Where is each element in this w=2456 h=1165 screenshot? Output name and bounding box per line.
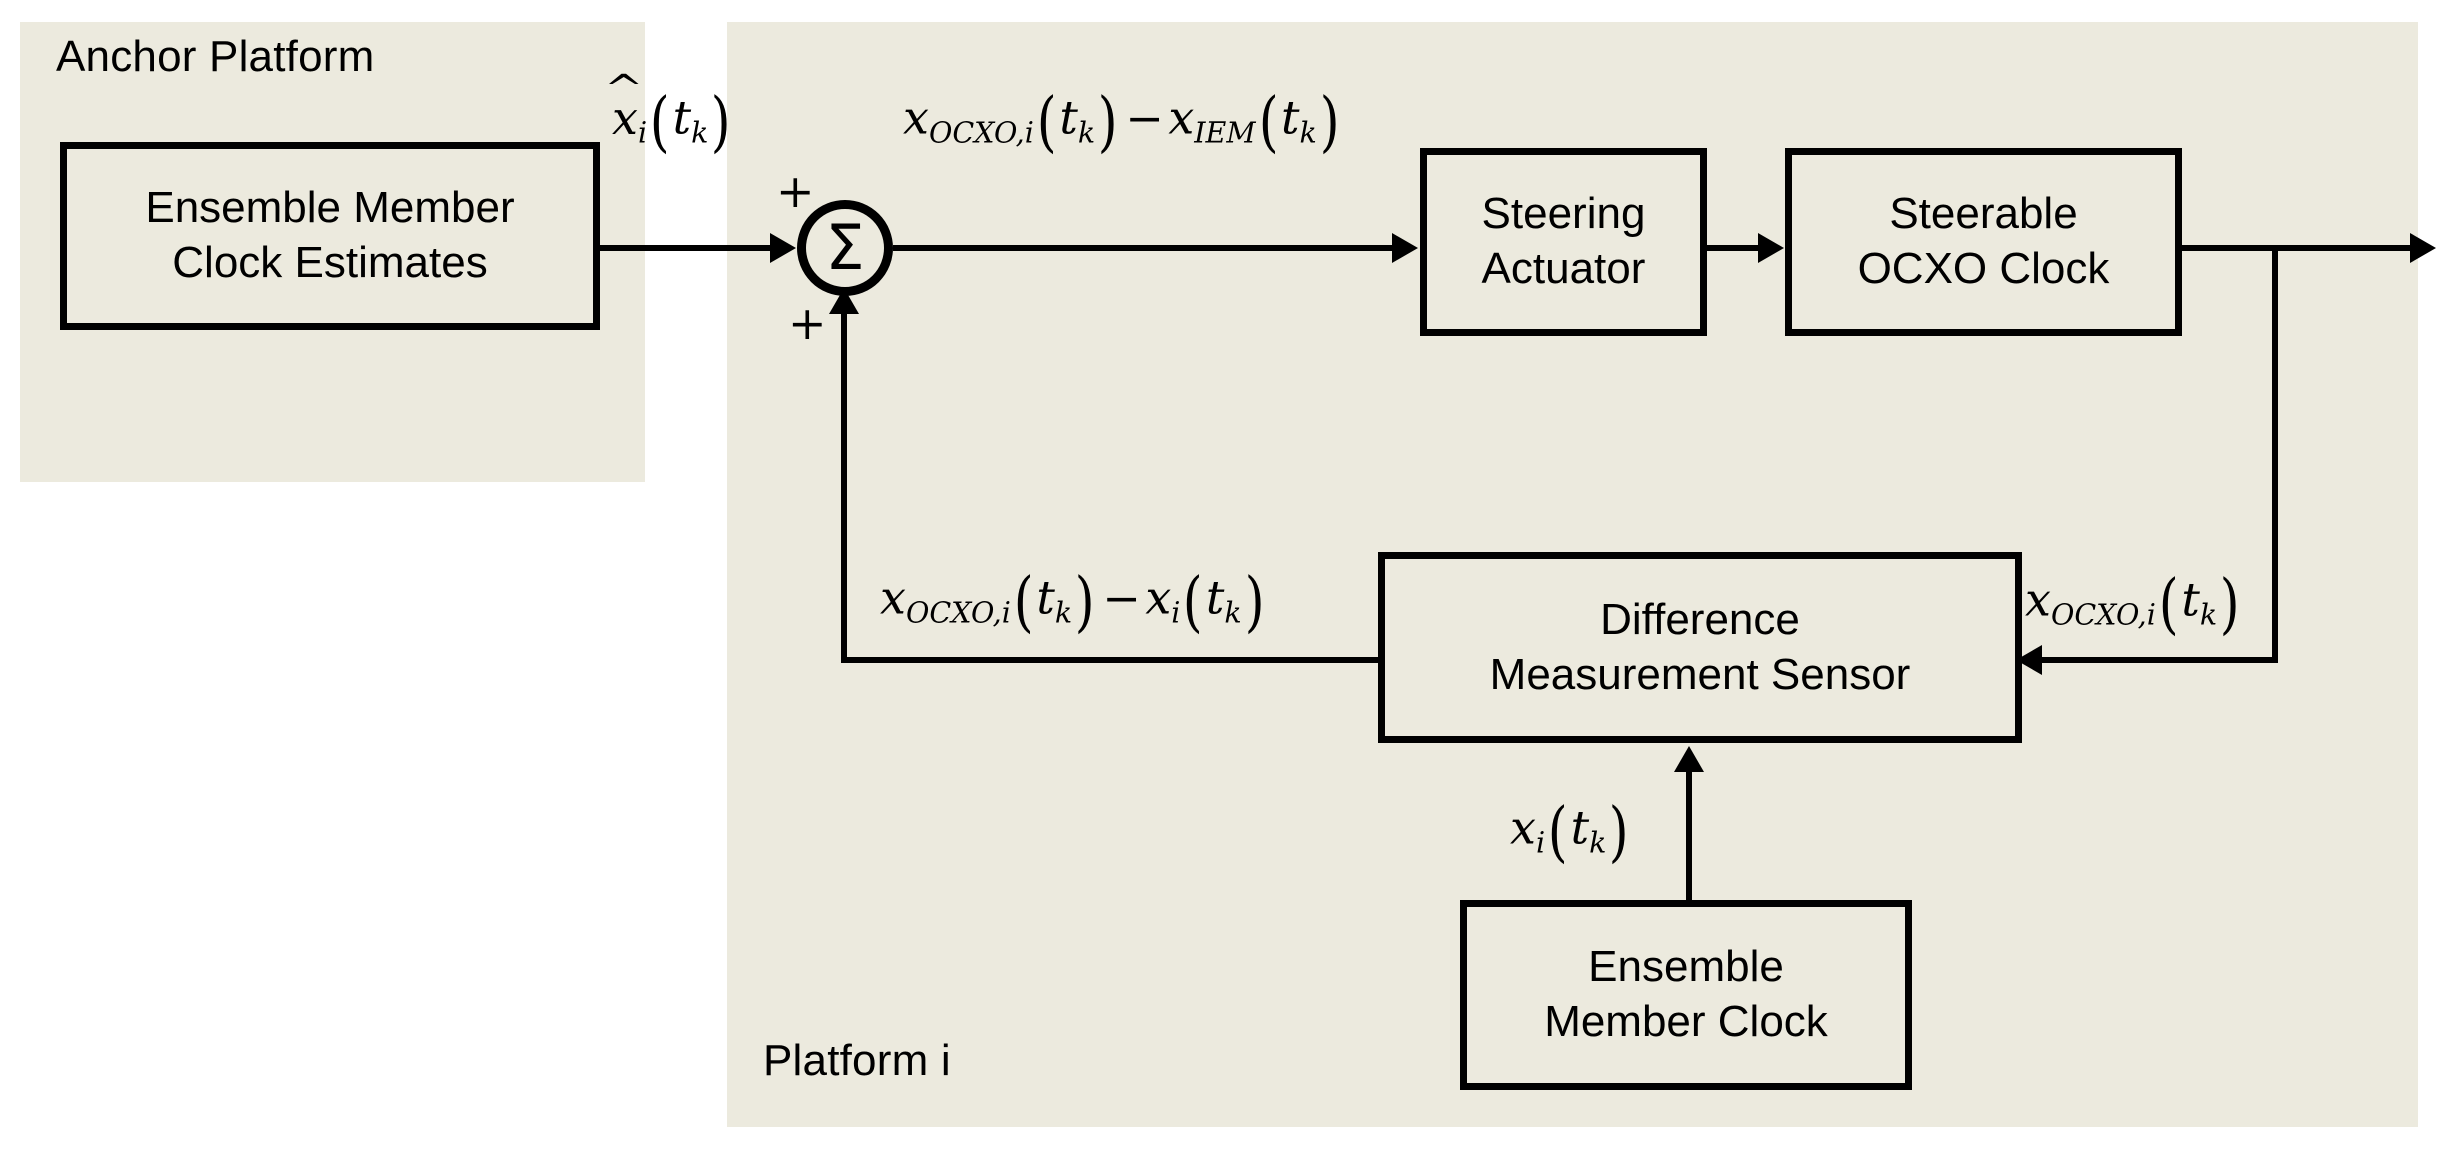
arrowhead-estimate-to-sum <box>770 233 796 263</box>
math-paren-open2: ( <box>1258 84 1279 160</box>
math-arg-sub: k <box>1077 116 1096 150</box>
math-paren-close2: ) <box>1319 84 1340 160</box>
math-paren-close: ) <box>1097 84 1118 160</box>
math-arg-var: t <box>2181 572 2200 627</box>
math-var: x <box>903 90 929 145</box>
math-arg-sub: k <box>1589 826 1607 860</box>
math-sub: i <box>1535 826 1546 860</box>
math-sub2: i <box>1171 596 1181 630</box>
math-arg-var: t <box>1036 570 1055 625</box>
math-arg-var2: t <box>1281 90 1300 145</box>
math-paren-close2: ) <box>1244 564 1265 640</box>
label-difference-output: xOCXO,i(tk)−xi(tk) <box>880 564 1267 640</box>
wire-dms-to-feedback <box>841 657 1381 663</box>
math-paren-open: ( <box>649 84 670 160</box>
summation-junction[interactable]: Σ <box>797 200 893 296</box>
wire-feedback-up-to-sum <box>841 300 847 660</box>
arrowhead-ocxo-output <box>2410 233 2436 263</box>
math-paren-open2: ( <box>1183 564 1204 640</box>
arrowhead-memberclock-to-dms <box>1674 746 1704 772</box>
math-arg-var: t <box>1059 90 1078 145</box>
block-ensemble-member-clock[interactable]: Ensemble Member Clock <box>1460 900 1912 1090</box>
math-paren-open: ( <box>1036 84 1057 160</box>
label-estimate-input: xi(tk) <box>612 84 734 160</box>
math-arg-var: t <box>672 90 692 145</box>
label-member-clock-output: xi(tk) <box>1510 794 1632 870</box>
math-var: x <box>612 95 638 141</box>
block-label: Steerable OCXO Clock <box>1857 189 2110 293</box>
arrowhead-sum-to-steering <box>1392 233 1418 263</box>
math-var2: x <box>1145 570 1172 625</box>
block-label: Ensemble Member Clock <box>1544 942 1828 1046</box>
anchor-platform-title: Anchor Platform <box>56 32 375 81</box>
block-steerable-ocxo-clock[interactable]: Steerable OCXO Clock <box>1785 148 2182 336</box>
block-ensemble-member-clock-estimates[interactable]: Ensemble Member Clock Estimates <box>60 142 600 330</box>
math-var: x <box>2025 572 2051 627</box>
math-arg-sub: k <box>2199 598 2218 632</box>
platform-i-title: Platform i <box>763 1036 951 1085</box>
math-operator: − <box>1125 90 1164 145</box>
math-var2: x <box>1168 90 1195 145</box>
math-arg-var2: t <box>1205 570 1225 625</box>
math-arg-sub2: k <box>1224 596 1242 630</box>
wire-ocxo-branch-to-dms <box>2040 657 2278 663</box>
math-sub: i <box>637 116 648 150</box>
math-sub: OCXO,i <box>905 596 1011 630</box>
wire-sum-to-steering <box>893 245 1394 251</box>
math-var: x <box>880 570 906 625</box>
math-operator: − <box>1102 570 1141 625</box>
summation-plus-bottom: + <box>788 296 827 350</box>
label-ocxo-feedback: xOCXO,i(tk) <box>2025 566 2243 642</box>
math-arg-sub: k <box>1054 596 1073 630</box>
math-sub: OCXO,i <box>928 116 1034 150</box>
sigma-icon: Σ <box>825 211 865 284</box>
wire-ocxo-branch-down <box>2272 245 2278 663</box>
math-paren-open: ( <box>2158 566 2179 642</box>
math-paren-close: ) <box>1074 564 1095 640</box>
math-sub2: IEM <box>1194 116 1256 150</box>
math-var: x <box>1510 800 1536 855</box>
block-steering-actuator[interactable]: Steering Actuator <box>1420 148 1707 336</box>
math-arg-sub: k <box>691 116 709 150</box>
label-steering-error: xOCXO,i(tk)−xIEM(tk) <box>903 84 1342 160</box>
math-sub: OCXO,i <box>2050 598 2156 632</box>
summation-plus-top: + <box>776 164 815 218</box>
block-label: Steering Actuator <box>1481 189 1646 293</box>
math-arg-sub2: k <box>1299 116 1317 150</box>
wire-ocxo-output <box>2182 245 2418 251</box>
math-paren-open: ( <box>1547 794 1568 870</box>
wire-steering-to-ocxo <box>1707 245 1762 251</box>
math-paren-close: ) <box>1609 794 1630 870</box>
wire-estimate-to-sum <box>600 245 775 251</box>
math-paren-close: ) <box>2219 566 2240 642</box>
arrowhead-steering-to-ocxo <box>1758 233 1784 263</box>
math-paren-open: ( <box>1013 564 1034 640</box>
math-paren-close: ) <box>711 84 732 160</box>
block-label: Ensemble Member Clock Estimates <box>145 183 515 287</box>
block-difference-measurement-sensor[interactable]: Difference Measurement Sensor <box>1378 552 2022 743</box>
block-label: Difference Measurement Sensor <box>1489 594 1911 699</box>
math-arg-var: t <box>1570 800 1590 855</box>
wire-memberclock-to-dms <box>1686 770 1692 902</box>
